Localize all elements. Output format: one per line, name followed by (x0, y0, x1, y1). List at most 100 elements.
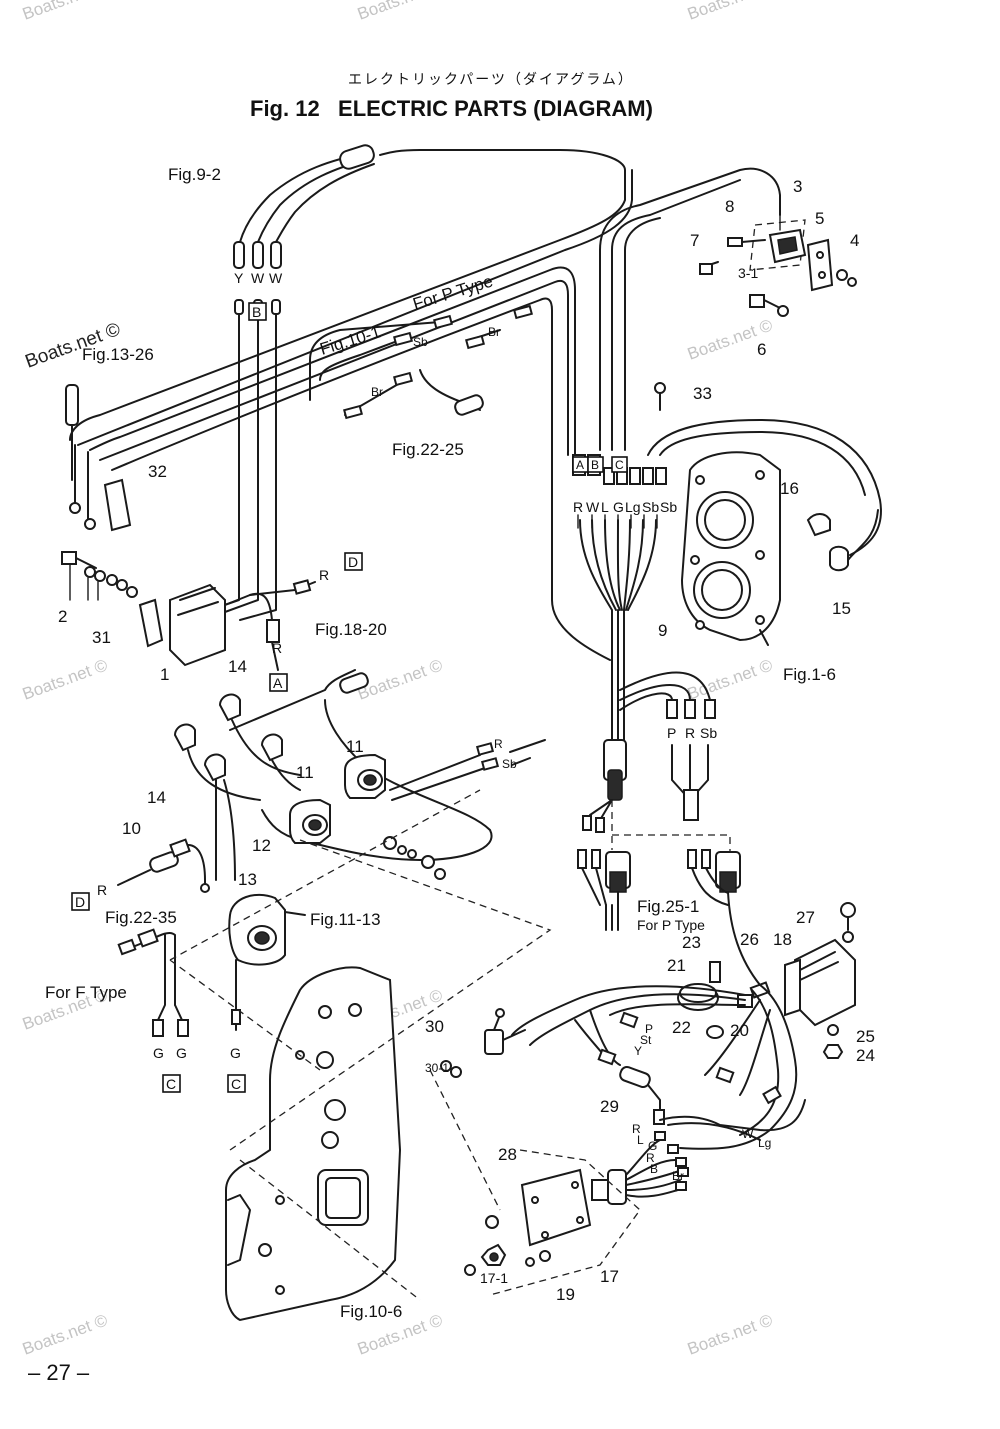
part-label-8: 8 (725, 197, 734, 216)
part-label-30-1: 30-1 (425, 1061, 449, 1075)
part-10-connector (117, 838, 210, 893)
part-label-12: 12 (252, 836, 271, 855)
wire-code: R (685, 725, 695, 741)
part-label-14b: 14 (147, 788, 166, 807)
part-33-screw (654, 382, 666, 411)
part-label-19: 19 (556, 1285, 575, 1304)
wire-code: W (742, 1127, 754, 1141)
part-label-29: 29 (600, 1097, 619, 1116)
part-label-31: 31 (92, 628, 111, 647)
ref-for-f-type: For F Type (45, 983, 127, 1002)
wire-code: R (97, 882, 107, 898)
wire-code-labels: Y W W R W L G Lg Sb Sb P R Sb G G G R R … (97, 270, 771, 1183)
part-label-24: 24 (856, 1046, 875, 1065)
part-label-7: 7 (690, 231, 699, 250)
wire-code: R (573, 499, 583, 515)
page-title: Fig. 12 ELECTRIC PARTS (DIAGRAM) (250, 96, 653, 121)
part-31-strap (138, 598, 164, 648)
ref-fig-13-26[interactable]: Fig.13-26 (82, 345, 154, 364)
box-harness-a: A (576, 458, 584, 472)
wire-code: Y (634, 1044, 642, 1058)
connector-boxes: B D A D C C A B C (71, 302, 628, 1093)
wire-code: G (648, 1139, 657, 1153)
wire-code: Lg (758, 1136, 771, 1150)
ref-fig-22-35[interactable]: Fig.22-35 (105, 908, 177, 927)
ref-fig-25-1[interactable]: Fig.25-1 (637, 897, 699, 916)
part-label-25: 25 (856, 1027, 875, 1046)
box-c-left1: C (166, 1076, 176, 1092)
ref-for-p-type-bottom: For P Type (637, 917, 705, 933)
fig-13-26-sensor (65, 384, 79, 426)
box-d-left: D (75, 894, 85, 910)
part-label-11b: 11 (296, 763, 314, 782)
fig-1-6-cylinder-block (680, 451, 879, 646)
part-label-20: 20 (730, 1021, 749, 1040)
box-b-top: B (252, 304, 261, 320)
wire-code: G (176, 1045, 187, 1061)
wire-code: W (586, 499, 600, 515)
wire-code: G (230, 1045, 241, 1061)
wire-code: R (494, 737, 503, 751)
connector-17-assembly (429, 1069, 806, 1296)
box-a-left: A (273, 675, 283, 691)
part-label-21: 21 (667, 956, 686, 975)
part-label-32: 32 (148, 462, 167, 481)
part-label-4: 4 (850, 231, 859, 250)
part-32-strap (103, 478, 132, 532)
part-label-3: 3 (793, 177, 802, 196)
wire-code: R (272, 640, 282, 656)
wire-code: L (637, 1133, 644, 1147)
part-2-bolt (61, 502, 138, 601)
wire-code: P (667, 725, 676, 741)
page-number: – 27 – (28, 1360, 90, 1385)
wire-code: Br (672, 1169, 684, 1183)
part-label-23: 23 (682, 933, 701, 952)
ref-fig-11-13[interactable]: Fig.11-13 (310, 910, 381, 929)
wire-code: R (646, 1151, 655, 1165)
part-label-27: 27 (796, 908, 815, 927)
part-label-22: 22 (672, 1018, 691, 1037)
wire-code: L (601, 499, 609, 515)
wire-code: Sb (413, 335, 428, 349)
ref-fig-9-2[interactable]: Fig.9-2 (168, 165, 221, 184)
junction-box-area (440, 902, 856, 1150)
part-label-6: 6 (757, 340, 766, 359)
part-label-26: 26 (740, 930, 759, 949)
ref-fig-18-20[interactable]: Fig.18-20 (315, 620, 387, 639)
part-number-labels: 1 2 3 3-1 4 5 6 7 8 9 10 11 11 12 13 14 … (58, 177, 875, 1304)
watermark: Boats.net © (355, 0, 446, 24)
wire-code: W (251, 270, 265, 286)
part-label-5: 5 (815, 209, 824, 228)
japanese-title: エレクトリックパーツ（ダイアグラム） (348, 72, 634, 88)
wire-code: G (153, 1045, 164, 1061)
part-1-module (169, 579, 316, 671)
wire-code: Sb (642, 499, 659, 515)
wire-code: St (640, 1033, 652, 1047)
fig-10-1-wires (309, 304, 533, 420)
wire-code: Br (488, 325, 500, 339)
ignition-coils-area (173, 669, 546, 881)
wire-code: Y (234, 270, 244, 286)
wire-code: G (613, 499, 624, 515)
wire-code: P (645, 1022, 653, 1036)
ref-fig-1-6[interactable]: Fig.1-6 (783, 665, 836, 684)
part-label-14a: 14 (228, 657, 247, 676)
ref-fig-10-6[interactable]: Fig.10-6 (340, 1302, 402, 1321)
wire-code: B (650, 1162, 658, 1176)
box-c-left2: C (231, 1076, 241, 1092)
ref-fig-22-25[interactable]: Fig.22-25 (392, 440, 464, 459)
fig-22-35-wires (117, 928, 189, 1037)
watermark: Boats.net © (20, 655, 111, 703)
box-d-top: D (348, 554, 358, 570)
part-label-17-1: 17-1 (480, 1270, 508, 1286)
part-label-16: 16 (780, 479, 799, 498)
watermark: Boats.net © (20, 1310, 111, 1358)
part-label-11a: 11 (346, 737, 364, 756)
part-label-13: 13 (238, 870, 257, 889)
part-label-10: 10 (122, 819, 141, 838)
part-label-17: 17 (600, 1267, 619, 1286)
part-label-33: 33 (693, 384, 712, 403)
box-harness-b: B (591, 458, 599, 472)
